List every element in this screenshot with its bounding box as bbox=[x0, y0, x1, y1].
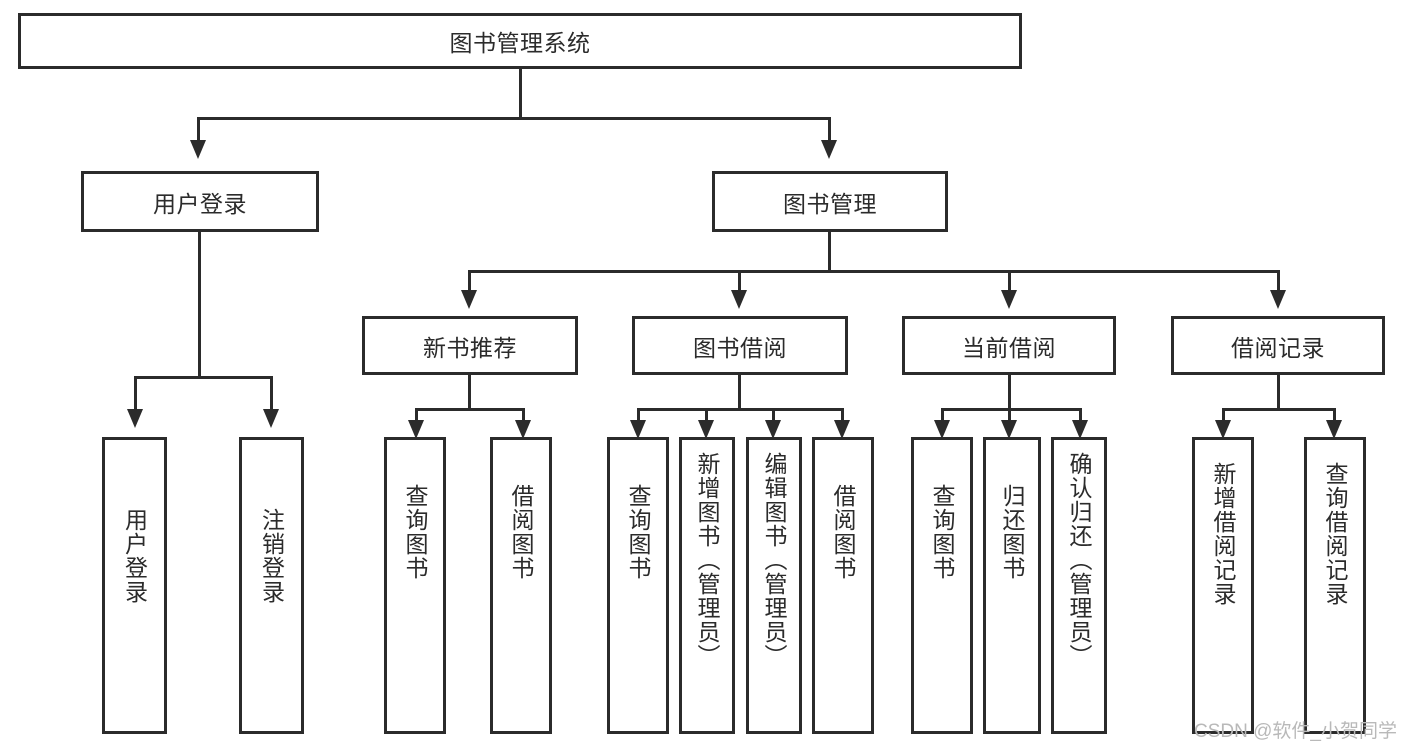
leaf-label: 编辑图书（管理员） bbox=[761, 452, 788, 668]
leaf-query-book-current[interactable]: 查询图书 bbox=[911, 437, 973, 734]
arrow-to-leaf-logout bbox=[263, 409, 279, 428]
arrow-to-leaf-borrow-book-1 bbox=[515, 420, 531, 439]
connector-book-borrow-drop-3 bbox=[772, 408, 775, 422]
connector-new-book-stem bbox=[468, 375, 471, 408]
connector-book-borrow-drop-2 bbox=[705, 408, 708, 422]
connector-book-borrow-drop-4 bbox=[841, 408, 844, 422]
connector-borrow-records-stem bbox=[1277, 375, 1280, 408]
arrow-to-leaf-borrow-book-2 bbox=[834, 420, 850, 439]
leaf-query-book-borrow[interactable]: 查询图书 bbox=[607, 437, 669, 734]
connector-current-borrow-drop-3 bbox=[1079, 408, 1082, 422]
arrow-to-leaf-return-book bbox=[1001, 420, 1017, 439]
leaf-user-login[interactable]: 用户登录 bbox=[102, 437, 167, 734]
connector-level3-drop-3 bbox=[1008, 270, 1011, 292]
node-book-borrow[interactable]: 图书借阅 bbox=[632, 316, 848, 375]
leaf-label: 用户登录 bbox=[121, 508, 148, 604]
connector-book-borrow-stem bbox=[738, 375, 741, 408]
csdn-watermark: CSDN @软件_小贺同学 bbox=[1194, 721, 1397, 742]
arrow-to-user-login bbox=[190, 140, 206, 159]
connector-borrow-records-drop-1 bbox=[1222, 408, 1225, 422]
leaf-label: 注销登录 bbox=[258, 508, 285, 604]
leaf-logout[interactable]: 注销登录 bbox=[239, 437, 304, 734]
leaf-label: 归还图书 bbox=[999, 484, 1026, 580]
arrow-to-leaf-confirm-return bbox=[1072, 420, 1088, 439]
connector-user-login-drop-1 bbox=[134, 376, 137, 411]
node-user-login[interactable]: 用户登录 bbox=[81, 171, 319, 232]
node-label: 用户登录 bbox=[153, 190, 247, 217]
node-label: 新书推荐 bbox=[423, 334, 517, 361]
leaf-label: 新增图书（管理员） bbox=[694, 452, 721, 668]
node-book-management[interactable]: 图书管理 bbox=[712, 171, 948, 232]
leaf-query-book-new[interactable]: 查询图书 bbox=[384, 437, 446, 734]
connector-book-borrow-drop-1 bbox=[637, 408, 640, 422]
connector-level2-bar bbox=[197, 117, 831, 120]
leaf-label: 查询图书 bbox=[402, 484, 429, 580]
leaf-label: 查询图书 bbox=[929, 484, 956, 580]
leaf-label: 借阅图书 bbox=[508, 484, 535, 580]
connector-user-login-drop-2 bbox=[270, 376, 273, 411]
connector-level3-drop-2 bbox=[738, 270, 741, 292]
arrow-to-leaf-add-record bbox=[1215, 420, 1231, 439]
leaf-label: 借阅图书 bbox=[830, 484, 857, 580]
arrow-to-borrow-records bbox=[1270, 290, 1286, 309]
connector-current-borrow-stem bbox=[1008, 375, 1011, 408]
leaf-borrow-book-borrow[interactable]: 借阅图书 bbox=[812, 437, 874, 734]
node-label: 图书管理 bbox=[783, 190, 877, 217]
connector-level2-drop-2 bbox=[828, 117, 831, 142]
arrow-to-book-management bbox=[821, 140, 837, 159]
arrow-to-leaf-query-book-3 bbox=[934, 420, 950, 439]
connector-level3-bar bbox=[468, 270, 1280, 273]
node-label: 图书管理系统 bbox=[449, 30, 591, 56]
arrow-to-leaf-query-record bbox=[1326, 420, 1342, 439]
arrow-to-leaf-add-book bbox=[698, 420, 714, 439]
leaf-edit-book-admin[interactable]: 编辑图书（管理员） bbox=[746, 437, 802, 734]
leaf-add-borrow-record[interactable]: 新增借阅记录 bbox=[1192, 437, 1254, 734]
arrow-to-leaf-query-book-2 bbox=[630, 420, 646, 439]
connector-level3-drop-1 bbox=[468, 270, 471, 292]
leaf-label: 查询借阅记录 bbox=[1322, 462, 1349, 606]
node-root-system[interactable]: 图书管理系统 bbox=[18, 13, 1022, 69]
connector-book-management-stem bbox=[828, 232, 831, 270]
node-new-book-recommend[interactable]: 新书推荐 bbox=[362, 316, 578, 375]
leaf-confirm-return-admin[interactable]: 确认归还（管理员） bbox=[1051, 437, 1107, 734]
leaf-return-book[interactable]: 归还图书 bbox=[983, 437, 1041, 734]
connector-borrow-records-drop-2 bbox=[1333, 408, 1336, 422]
connector-book-borrow-bar bbox=[637, 408, 844, 411]
node-label: 图书借阅 bbox=[693, 334, 787, 361]
leaf-add-book-admin[interactable]: 新增图书（管理员） bbox=[679, 437, 735, 734]
connector-current-borrow-bar bbox=[941, 408, 1082, 411]
leaf-label: 查询图书 bbox=[625, 484, 652, 580]
node-label: 当前借阅 bbox=[962, 334, 1056, 361]
connector-current-borrow-drop-1 bbox=[941, 408, 944, 422]
leaf-query-borrow-record[interactable]: 查询借阅记录 bbox=[1304, 437, 1366, 734]
leaf-borrow-book-new[interactable]: 借阅图书 bbox=[490, 437, 552, 734]
node-borrow-records[interactable]: 借阅记录 bbox=[1171, 316, 1385, 375]
node-current-borrow[interactable]: 当前借阅 bbox=[902, 316, 1116, 375]
connector-user-login-bar bbox=[134, 376, 273, 379]
leaf-label: 新增借阅记录 bbox=[1210, 462, 1237, 606]
connector-current-borrow-drop-2 bbox=[1008, 408, 1011, 422]
connector-root-stem bbox=[519, 69, 522, 117]
connector-new-book-bar bbox=[415, 408, 525, 411]
leaf-label: 确认归还（管理员） bbox=[1066, 452, 1093, 668]
connector-borrow-records-bar bbox=[1222, 408, 1336, 411]
arrow-to-leaf-edit-book bbox=[765, 420, 781, 439]
node-label: 借阅记录 bbox=[1231, 334, 1325, 361]
arrow-to-current-borrow bbox=[1001, 290, 1017, 309]
connector-new-book-drop-2 bbox=[522, 408, 525, 422]
arrow-to-new-book-recommend bbox=[461, 290, 477, 309]
arrow-to-leaf-query-book-1 bbox=[408, 420, 424, 439]
arrow-to-leaf-user-login bbox=[127, 409, 143, 428]
connector-user-login-stem bbox=[198, 232, 201, 376]
connector-new-book-drop-1 bbox=[415, 408, 418, 422]
connector-level3-drop-4 bbox=[1277, 270, 1280, 292]
connector-level2-drop-1 bbox=[197, 117, 200, 142]
arrow-to-book-borrow bbox=[731, 290, 747, 309]
